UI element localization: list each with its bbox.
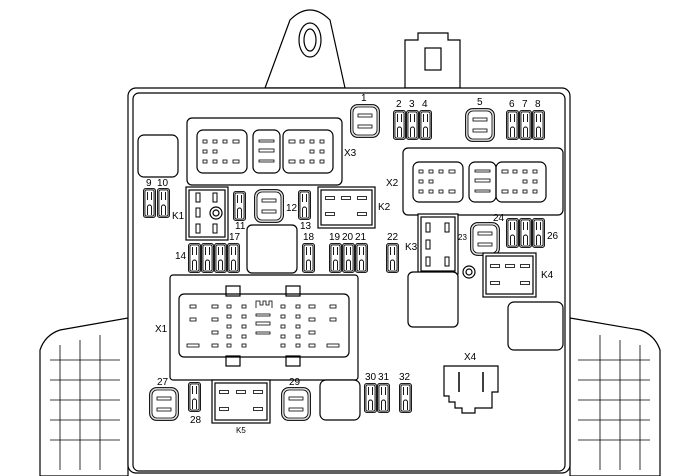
relay-k5[interactable]: K5 [211, 379, 271, 435]
fuse-28[interactable]: 28 [189, 383, 202, 426]
fuse-6[interactable]: 6 [507, 99, 519, 139]
relay-k5-label: K5 [236, 426, 246, 435]
connector-x2-label: X2 [386, 178, 399, 189]
empty-cavity [246, 224, 298, 274]
fuse-16[interactable] [215, 244, 227, 273]
connector-x3[interactable]: X3 [186, 117, 357, 186]
relay-k3-label: K3 [405, 242, 418, 253]
fuse-14-label: 14 [175, 251, 187, 262]
connector-x4-label: X4 [464, 352, 477, 363]
fuse-21-label: 21 [355, 232, 367, 243]
fuse-6-label: 6 [509, 99, 515, 110]
fuse-23-label: 23 [458, 233, 467, 242]
fuse-12[interactable]: 12 [255, 190, 298, 223]
fuse-4[interactable]: 4 [420, 99, 432, 139]
fuse-18-label: 18 [303, 232, 315, 243]
relay-k1[interactable]: K1 [172, 186, 229, 241]
fuse-7-label: 7 [522, 99, 528, 110]
fuse-10-label: 10 [157, 178, 169, 189]
fuse-20-label: 20 [342, 232, 354, 243]
fuse-3-label: 3 [409, 99, 415, 110]
mounting-stud [462, 265, 476, 279]
fuse-13[interactable]: 13 [299, 191, 312, 232]
fuse-32[interactable]: 32 [399, 372, 411, 412]
fuse-4-label: 4 [422, 99, 428, 110]
fuse-26[interactable]: 26 [533, 219, 559, 248]
fuse-20[interactable]: 20 [342, 232, 354, 272]
fuse-15[interactable] [202, 244, 214, 273]
fuse-28-label: 28 [190, 415, 202, 426]
empty-cavity [319, 379, 361, 421]
mounting-stud-inner [465, 268, 473, 276]
fuse-31[interactable]: 31 [378, 372, 390, 412]
fuse-3[interactable]: 3 [407, 99, 419, 139]
fuse-26-label: 26 [547, 231, 559, 242]
fuse-12-label: 12 [286, 203, 298, 214]
fuse-24-label: 24 [493, 213, 505, 224]
fuse-30[interactable]: 30 [365, 372, 377, 412]
fuse-19[interactable]: 19 [329, 232, 341, 272]
fuse-29[interactable]: 29 [282, 377, 311, 420]
fuse-23[interactable]: 23 [458, 223, 499, 256]
fuse-9[interactable]: 9 [144, 178, 156, 217]
fuse-17[interactable]: 17 [228, 232, 241, 272]
connector-x2[interactable]: X2 [386, 147, 564, 216]
fuse-17-label: 17 [229, 232, 241, 243]
fuse-8[interactable]: 8 [533, 99, 545, 139]
fuse-30-label: 30 [365, 372, 377, 383]
relay-k2-label: K2 [378, 202, 391, 213]
relay-k2[interactable]: K2 [317, 186, 391, 229]
fuse-10[interactable]: 10 [157, 178, 169, 217]
relay-k4-label: K4 [541, 270, 554, 281]
empty-cavity [407, 271, 459, 328]
connector-x1[interactable]: X1 [155, 274, 359, 381]
fuse-11[interactable]: 11 [234, 192, 246, 232]
fuse-32-label: 32 [399, 372, 411, 383]
fuse-25[interactable] [520, 219, 532, 248]
fuse-24[interactable]: 24 [493, 213, 518, 247]
fuse-13-label: 13 [300, 221, 312, 232]
connector-x3-label: X3 [344, 148, 357, 159]
relay-k1-label: K1 [172, 211, 185, 222]
fuse-29-label: 29 [289, 377, 301, 388]
fuse-14[interactable]: 14 [175, 244, 200, 273]
fuse-19-label: 19 [329, 232, 341, 243]
fuse-1-label: 1 [361, 93, 367, 104]
fuse-21[interactable]: 21 [355, 232, 367, 272]
fuse-27-label: 27 [157, 377, 169, 388]
fuse-22-label: 22 [387, 232, 399, 243]
fuse-7[interactable]: 7 [520, 99, 532, 139]
fuse-1[interactable]: 1 [351, 93, 380, 137]
fuse-22[interactable]: 22 [387, 232, 399, 272]
fuse-11-label: 11 [235, 221, 246, 232]
fuse-31-label: 31 [378, 372, 390, 383]
fuse-2[interactable]: 2 [394, 99, 406, 139]
fuse-27[interactable]: 27 [150, 377, 179, 420]
relay-k4[interactable]: K4 [482, 252, 554, 298]
fuse-18[interactable]: 18 [303, 232, 315, 272]
fuse-2-label: 2 [396, 99, 402, 110]
relay-k3[interactable]: K3 [405, 213, 459, 275]
empty-cavity [507, 301, 564, 351]
fuse-9-label: 9 [146, 178, 152, 189]
connector-x4[interactable]: X4 [443, 352, 499, 414]
fuse-8-label: 8 [535, 99, 541, 110]
fuse-5-label: 5 [477, 97, 483, 108]
fuse-5[interactable]: 5 [466, 97, 495, 141]
connector-x1-label: X1 [155, 324, 168, 335]
